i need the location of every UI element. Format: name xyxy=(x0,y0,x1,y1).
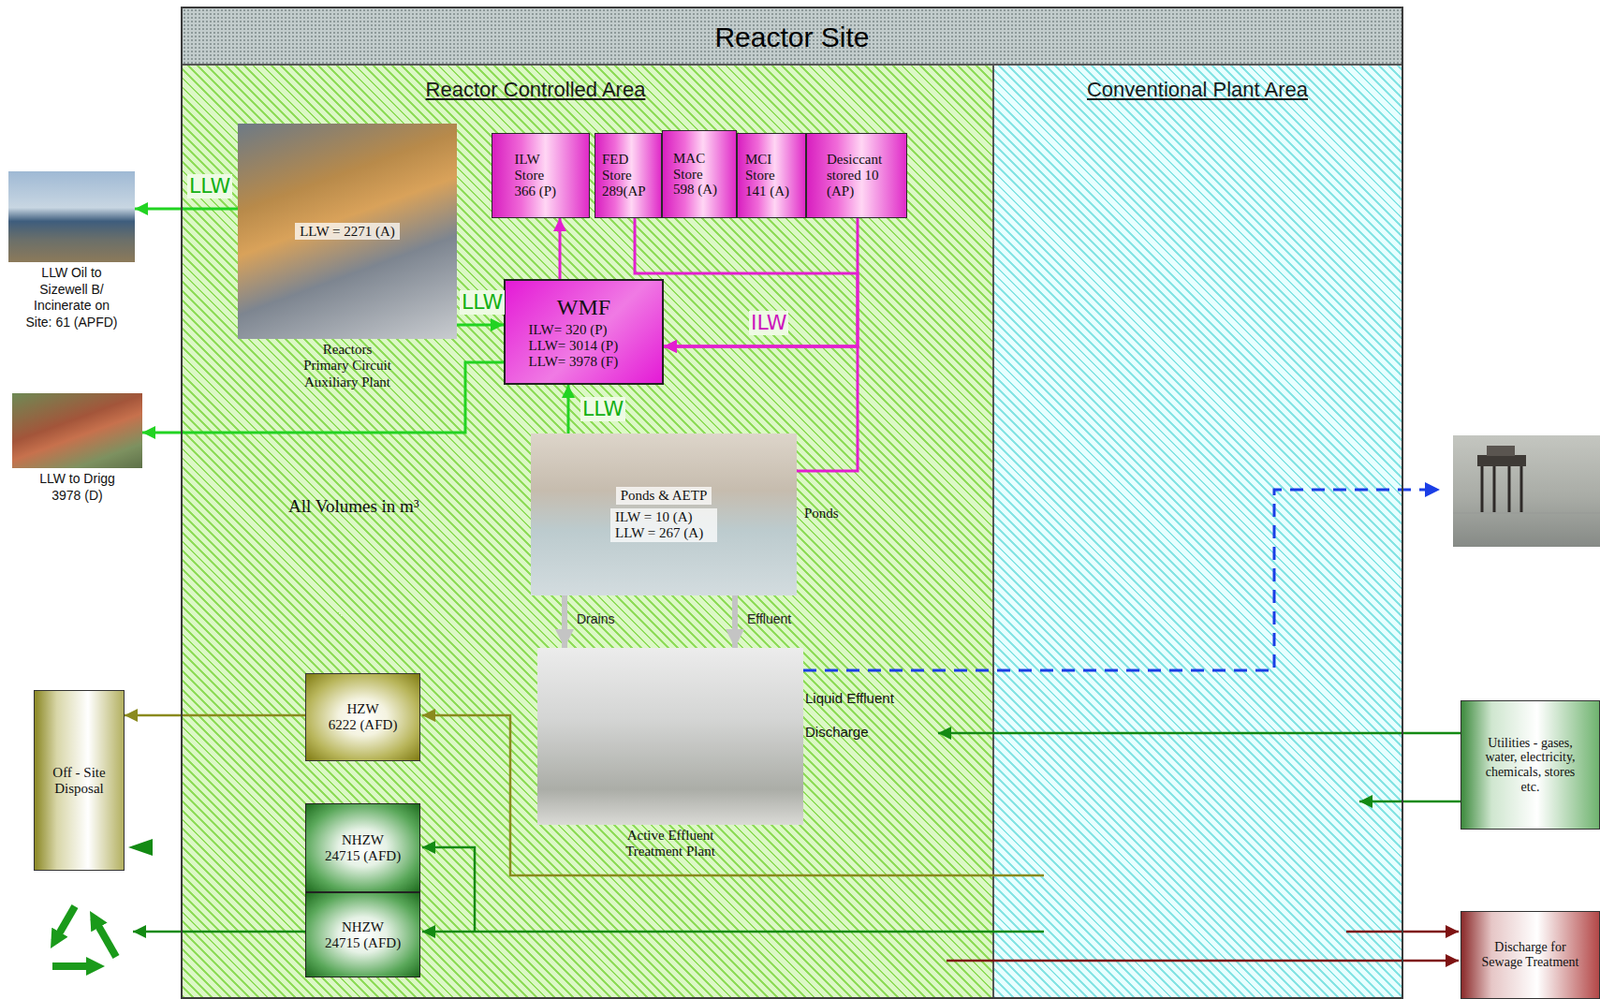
connector xyxy=(456,323,504,327)
connector xyxy=(567,384,571,434)
node-label: Off - Site Disposal xyxy=(42,764,118,797)
connector xyxy=(134,207,238,211)
plant-photo: Active Effluent Treatment Plant xyxy=(537,647,804,825)
plant-photo: Ponds & AETPILW = 10 (A) LLW = 267 (A)Po… xyxy=(530,433,797,596)
node-label: FED Store 289(AP xyxy=(601,151,655,199)
band-rule xyxy=(182,63,1402,66)
recycle-line xyxy=(132,930,306,934)
area-heading: Reactor Controlled Area xyxy=(425,77,646,103)
edge-label: Drains xyxy=(574,610,617,628)
connector xyxy=(561,595,568,648)
arrowhead xyxy=(128,838,153,856)
platform-deck xyxy=(1477,455,1527,467)
connector xyxy=(732,595,738,648)
area-divider xyxy=(992,64,995,998)
discharge-line xyxy=(803,489,1440,671)
conventional-area-fill xyxy=(993,64,1402,998)
connector xyxy=(124,714,306,718)
photo-caption: LLW to Drigg 3978 (D) xyxy=(30,470,125,504)
waste-line xyxy=(422,930,1044,934)
plant-photo: LLW = 2271 (A)Reactors Primary Circuit A… xyxy=(237,123,457,339)
site-photo: LLW Oil to Sizewell B/ Incinerate on Sit… xyxy=(8,171,135,263)
photo-caption: Reactors Primary Circuit Auxiliary Plant xyxy=(299,341,396,391)
photo-caption: Ponds xyxy=(804,505,839,522)
edge-group xyxy=(124,208,858,716)
site-photo: LLW to Drigg 3978 (D) xyxy=(12,393,143,469)
area-region: Reactor Controlled AreaLLW = 2271 (A)Rea… xyxy=(182,64,994,998)
node-label: LLW = 2271 (A) xyxy=(294,222,400,241)
platform-legs xyxy=(1482,466,1522,514)
facility-box: WMFILW= 320 (P) LLW= 3014 (P) LLW= 3978 … xyxy=(503,278,664,385)
recycle-arrow xyxy=(52,962,98,970)
node-label: MCI Store 141 (A) xyxy=(745,151,798,199)
node-label: MAC Store 598 (A) xyxy=(673,150,726,198)
note-label: All Volumes in m³ xyxy=(288,496,420,517)
store-box: MAC Store 598 (A) xyxy=(661,130,737,219)
connector xyxy=(634,218,858,347)
node-label: NHZW xyxy=(341,919,384,936)
photo-ground xyxy=(1453,435,1600,547)
photo-caption: LLW Oil to Sizewell B/ Incinerate on Sit… xyxy=(19,264,125,331)
node-label: ILW = 10 (A) LLW = 267 (A) xyxy=(610,508,718,543)
node-label: Discharge for Sewage Treatment xyxy=(1482,939,1580,969)
discharge-box: Discharge for Sewage Treatment xyxy=(1460,910,1600,999)
disposal-box: Off - Site Disposal xyxy=(33,689,125,871)
sea-line xyxy=(1453,512,1600,514)
sewage-line xyxy=(946,959,1459,963)
edge-label: LLW xyxy=(580,396,626,422)
node-label: ILW= 320 (P) LLW= 3014 (P) LLW= 3978 (F) xyxy=(528,322,640,369)
node-label: 24715 (AFD) xyxy=(324,848,401,865)
supply-line xyxy=(1359,800,1461,804)
store-box: ILW Store 366 (P) xyxy=(491,132,590,219)
waste-box: NHZW24715 (AFD) xyxy=(305,803,421,893)
photo-caption: Active Effluent Treatment Plant xyxy=(600,827,741,861)
box-heading: WMF xyxy=(557,294,611,320)
supply-line xyxy=(938,732,1461,735)
edge-label: LLW xyxy=(187,174,233,199)
store-box: Desiccant stored 10 (AP) xyxy=(806,132,908,219)
connector xyxy=(558,218,562,279)
node-label: Utilities - gases, water, electricity, c… xyxy=(1478,735,1584,795)
node-label: NHZW xyxy=(341,832,384,849)
connector xyxy=(663,218,858,347)
supply-box: Utilities - gases, water, electricity, c… xyxy=(1460,700,1600,830)
recycle-arrow xyxy=(54,906,75,942)
store-box: MCI Store 141 (A) xyxy=(736,132,807,219)
waste-line xyxy=(422,847,475,932)
edge-label: LLW xyxy=(459,290,505,315)
waste-box: NHZW24715 (AFD) xyxy=(305,892,421,978)
edge-label: ILW xyxy=(748,310,789,336)
node-label: 6222 (AFD) xyxy=(328,717,398,734)
recycle-symbol xyxy=(52,906,117,967)
edge-label: Effluent xyxy=(745,610,793,628)
area-heading: Conventional Plant Area xyxy=(1086,77,1308,103)
area-region: Conventional Plant Area xyxy=(993,64,1402,998)
node-label: 24715 (AFD) xyxy=(324,935,401,952)
box-heading: Ponds & AETP xyxy=(616,486,713,505)
waste-box: HZW6222 (AFD) xyxy=(305,673,421,762)
node-label: ILW Store 366 (P) xyxy=(514,151,568,199)
platform-hut xyxy=(1486,445,1515,456)
node-label: Desiccant stored 10 (AP) xyxy=(826,151,887,199)
node-label: HZW xyxy=(346,701,379,718)
note-label: Liquid Effluent Discharge xyxy=(805,681,911,749)
outfall-photo xyxy=(1453,435,1600,547)
store-box: FED Store 289(AP xyxy=(594,132,662,219)
site-title: Reactor Site xyxy=(182,8,1402,66)
recycle-arrow xyxy=(93,917,117,957)
